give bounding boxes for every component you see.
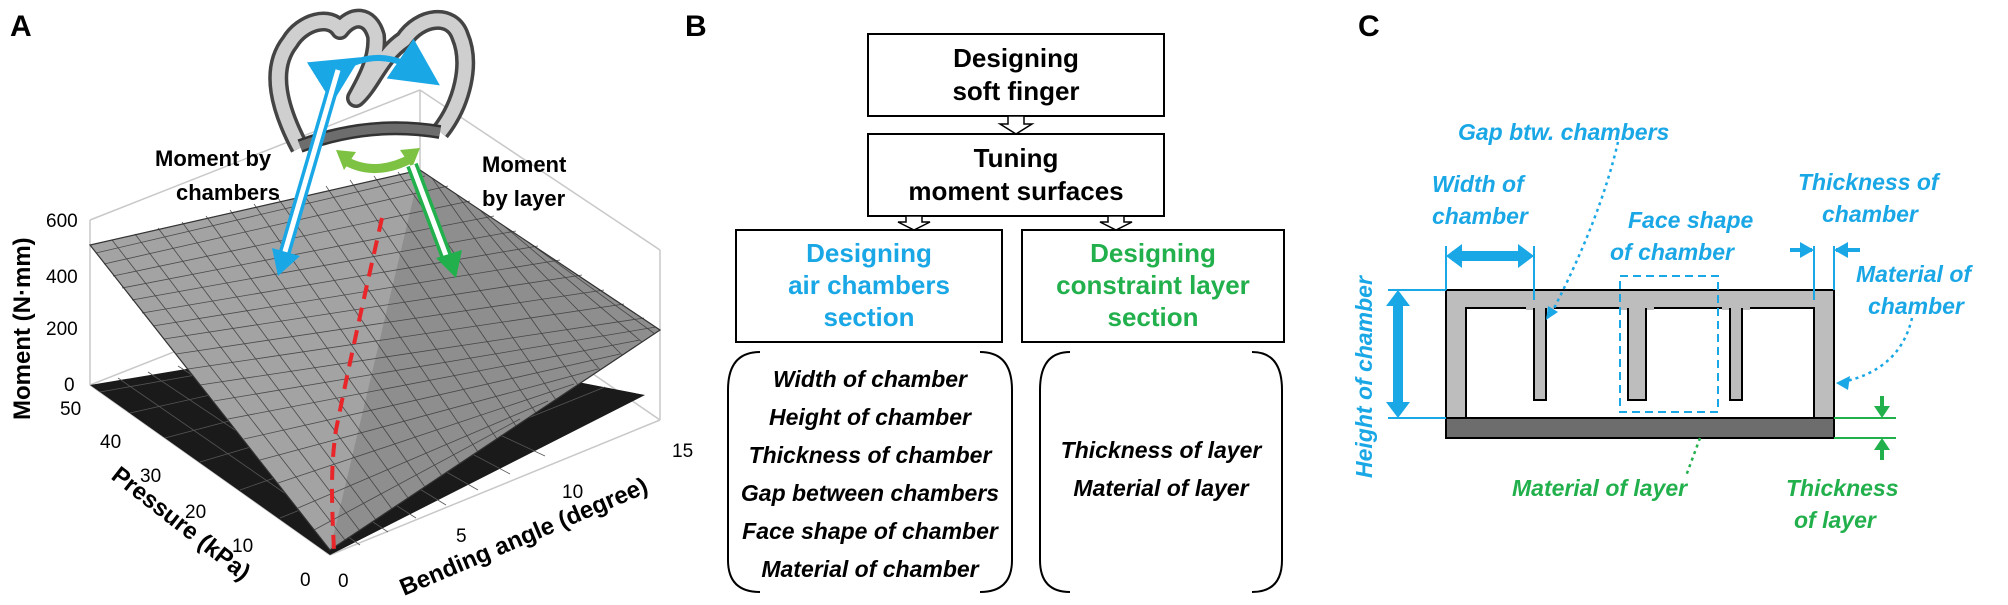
thickness-chamber-arrowhead-left (1800, 242, 1814, 258)
chamber-params-left-bracket (727, 351, 761, 593)
moment-by-layer-line1: Moment (482, 152, 567, 177)
bending-tick: 10 (562, 482, 583, 503)
box3-line3: section (823, 302, 914, 332)
panel-c-letter: C (1358, 10, 1380, 43)
thickness-layer-label-line2: of layer (1794, 507, 1877, 533)
bending-tick: 0 (338, 571, 349, 592)
face-label-line1: Face shape (1628, 207, 1753, 233)
chamber-param: Face shape of chamber (742, 518, 999, 544)
z-tick: 200 (46, 319, 78, 340)
pressure-tick: 50 (60, 399, 81, 420)
thickness-layer-arrowhead-bottom (1874, 438, 1890, 450)
pressure-tick: 20 (185, 502, 206, 523)
box-tuning-moment-surfaces (867, 133, 1165, 217)
box2-line2: moment surfaces (908, 176, 1123, 206)
chamber-bend-arrow (306, 38, 440, 104)
box2-line1: Tuning (974, 143, 1059, 173)
chamber-param: Gap between chambers (741, 480, 999, 506)
flow-arrow-1 (997, 115, 1035, 135)
pressure-tick: 30 (140, 466, 161, 487)
thickness-layer-arrowhead-top (1874, 406, 1890, 418)
z-tick: 400 (46, 267, 78, 288)
chamber-params-right-bracket (979, 351, 1013, 593)
chamber-param: Thickness of chamber (749, 442, 993, 468)
material-chamber-leader-head (1836, 376, 1850, 390)
layer-bend-arrowhead-left (336, 150, 356, 170)
layer-bend-arrow (341, 153, 415, 173)
bending-tick: 15 (672, 441, 693, 462)
thickness-chamber-label-line2: chamber (1822, 201, 1919, 227)
pressure-tick: 10 (232, 536, 253, 557)
layer-param: Thickness of layer (1061, 437, 1263, 463)
z-tick: 600 (46, 211, 78, 232)
moment-by-layer-line2: by layer (482, 186, 566, 211)
box1-line1: Designing (953, 43, 1079, 73)
gap-leader-head (1546, 306, 1558, 320)
box4-line3: section (1107, 302, 1198, 332)
box4-line1: Designing (1090, 238, 1216, 268)
moment-by-chambers-line2: chambers (176, 180, 280, 205)
gap-label: Gap btw. chambers (1458, 119, 1669, 145)
layer-bend-arrowhead-right (400, 148, 420, 168)
z-tick: 0 (64, 375, 75, 396)
panel-a-letter: A (10, 10, 32, 43)
soft-finger-illustration (268, 8, 476, 153)
box4-line2: constraint layer (1056, 270, 1250, 300)
flow-arrow-3 (1099, 215, 1133, 231)
flow-arrow-2 (897, 215, 931, 231)
layer-moment-arrow (406, 162, 462, 278)
panel-a: A (9, 8, 693, 602)
chamber-moment-surface (88, 169, 662, 551)
thickness-chamber-label-line1: Thickness of (1798, 169, 1941, 195)
layer-params-left-bracket (1039, 351, 1071, 593)
equilibrium-curve (330, 217, 384, 551)
box1-line2: soft finger (952, 76, 1079, 106)
height-arrowhead-bottom (1386, 402, 1410, 418)
material-layer-label: Material of layer (1512, 475, 1688, 501)
material-chamber-label-line1: Material of (1856, 261, 1973, 287)
material-chamber-leader (1841, 317, 1914, 384)
gap-leader (1548, 141, 1620, 317)
thickness-chamber-arrowhead-right (1834, 242, 1848, 258)
panel-c: C Height of chamber (1351, 10, 1973, 533)
panel-b: B Designing soft finger Tuning moment su… (685, 10, 1285, 593)
box3-line2: air chambers (788, 270, 950, 300)
width-arrowhead-left (1446, 244, 1462, 268)
pressure-tick: 40 (100, 432, 121, 453)
bending-tick: 5 (456, 526, 467, 547)
box-air-chambers (735, 229, 1003, 343)
pressure-tick: 0 (300, 570, 311, 591)
height-label: Height of chamber (1351, 275, 1377, 478)
box3-line1: Designing (806, 238, 932, 268)
chamber-param: Height of chamber (769, 404, 972, 430)
chamber-param: Material of chamber (761, 556, 979, 582)
width-arrowhead-right (1518, 244, 1534, 268)
layer-param: Material of layer (1073, 475, 1249, 501)
chamber-param: Width of chamber (773, 366, 968, 392)
z-axis-title: Moment (N·mm) (9, 237, 36, 420)
face-label-line2: of chamber (1610, 239, 1735, 265)
thickness-layer-label-line1: Thickness (1786, 475, 1899, 501)
height-arrowhead-top (1386, 290, 1410, 306)
material-chamber-label-line2: chamber (1868, 293, 1965, 319)
width-label-line1: Width of (1432, 171, 1526, 197)
layer-params-right-bracket (1251, 351, 1283, 593)
box-constraint-layer (1021, 229, 1285, 343)
chamber-moment-arrow (272, 68, 344, 276)
material-layer-leader (1684, 437, 1702, 477)
panel-b-letter: B (685, 10, 707, 43)
width-label-line2: chamber (1432, 203, 1529, 229)
moment-by-chambers-line1: Moment by (155, 146, 272, 171)
box-designing-soft-finger (867, 33, 1165, 117)
chamber-cross-section (1445, 289, 1835, 439)
